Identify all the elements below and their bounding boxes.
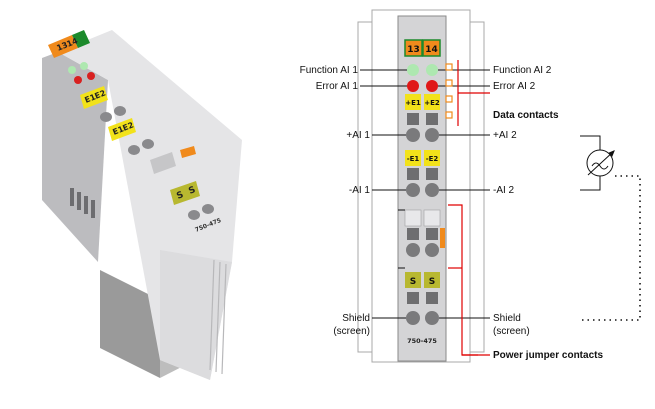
photo-led-green-2 [80,62,88,70]
housing-ribs [209,259,227,375]
marker-pe1: +E1 [405,99,421,107]
model-number: 750-475 [407,337,437,345]
power-jumper-bracket [448,204,490,356]
release-slot-7 [407,292,419,304]
release-slot-6 [426,228,438,240]
label-screen-right: (screen) [493,326,530,337]
blank-marker-2 [423,209,441,227]
photo-marker-ne1-ne2: E1 E2 [108,118,136,141]
led-function-ai1 [407,64,419,76]
marker-ne1: -E1 [407,155,420,163]
clamp-mid-2 [425,243,439,257]
label-error-ai2: Error AI 2 [493,81,536,92]
sensor-icon [580,135,615,191]
marker-ne2: -E2 [426,155,439,163]
marker-pe2: +E2 [424,99,440,107]
photo-led-red-2 [87,72,95,80]
led-error-ai1 [407,80,419,92]
release-slot-4 [426,168,438,180]
housing-front-lower [160,250,232,380]
photo-marker-14: 14 [65,36,79,49]
photo-jumper-orange [180,146,196,158]
clamp-plus-ai1 [406,128,420,142]
photo-clamps-row3 [188,204,214,220]
label-plus-ai1: +AI 1 [346,130,370,141]
shield-dotted-line [580,175,641,321]
photo-marker-s2: S [187,185,197,197]
clamp-minus-ai1 [406,183,420,197]
marker-13-14: 13 14 [404,39,441,57]
label-function-ai2: Function AI 2 [493,65,552,76]
photo-jumper-slot [150,152,176,174]
photo-marker-e2: E2 [93,88,107,100]
led-error-ai2 [426,80,438,92]
blank-marker-1 [404,209,422,227]
power-jumper-contact [440,228,445,248]
label-screen-left: (screen) [333,326,370,337]
data-contacts-bracket [445,60,490,126]
side-vents [70,188,95,218]
marker-14: 14 [425,45,438,55]
release-slot-3 [407,168,419,180]
photo-clamps-row2 [128,139,154,155]
release-slot-8 [426,292,438,304]
led-function-ai2 [426,64,438,76]
photo-marker-s-s: S S [170,181,200,205]
product-photo: 13 14 E1 E2 E1 E2 [42,30,242,380]
label-function-ai1: Function AI 1 [300,65,359,76]
photo-marker-e1: E1 [83,92,97,105]
photo-clamps-row1 [100,106,126,122]
release-slot-1 [407,113,419,125]
photo-marker-ne1: E1 [111,124,125,137]
photo-marker-13-14: 13 14 [48,30,90,58]
marker-pe1-pe2: +E1 +E2 [405,94,440,110]
clamp-shield-1 [406,311,420,325]
marker-13: 13 [407,45,420,55]
marker-s-s: S S [405,272,440,288]
photo-marker-s1: S [175,190,185,202]
din-rail-clip [100,270,160,378]
clamp-plus-ai2 [425,128,439,142]
label-power-jumper: Power jumper contacts [493,350,603,361]
photo-leds [68,62,95,84]
photo-led-green-1 [68,66,76,74]
label-data-contacts: Data contacts [493,110,559,121]
label-plus-ai2: +AI 2 [493,130,517,141]
photo-marker-ne2: E2 [121,120,135,132]
clamp-minus-ai2 [425,183,439,197]
clamp-mid-1 [406,243,420,257]
label-shield-right: Shield [493,313,521,324]
marker-s1: S [410,277,416,287]
photo-led-red-1 [74,76,82,84]
marker-s2: S [429,277,435,287]
schematic: 13 14 +E1 +E2 -E1 -E2 [300,9,641,363]
marker-ne1-ne2: -E1 -E2 [405,150,440,166]
label-shield-left: Shield [342,313,370,324]
photo-marker-13: 13 [55,40,69,53]
housing-side [42,52,108,262]
rail-frame [357,9,485,363]
clamp-shield-2 [425,311,439,325]
release-slot-5 [407,228,419,240]
label-error-ai1: Error AI 1 [316,81,359,92]
label-minus-ai2: -AI 2 [493,185,515,196]
release-slot-2 [426,113,438,125]
photo-marker-e1-e2: E1 E2 [80,86,108,109]
label-minus-ai1: -AI 1 [349,185,371,196]
